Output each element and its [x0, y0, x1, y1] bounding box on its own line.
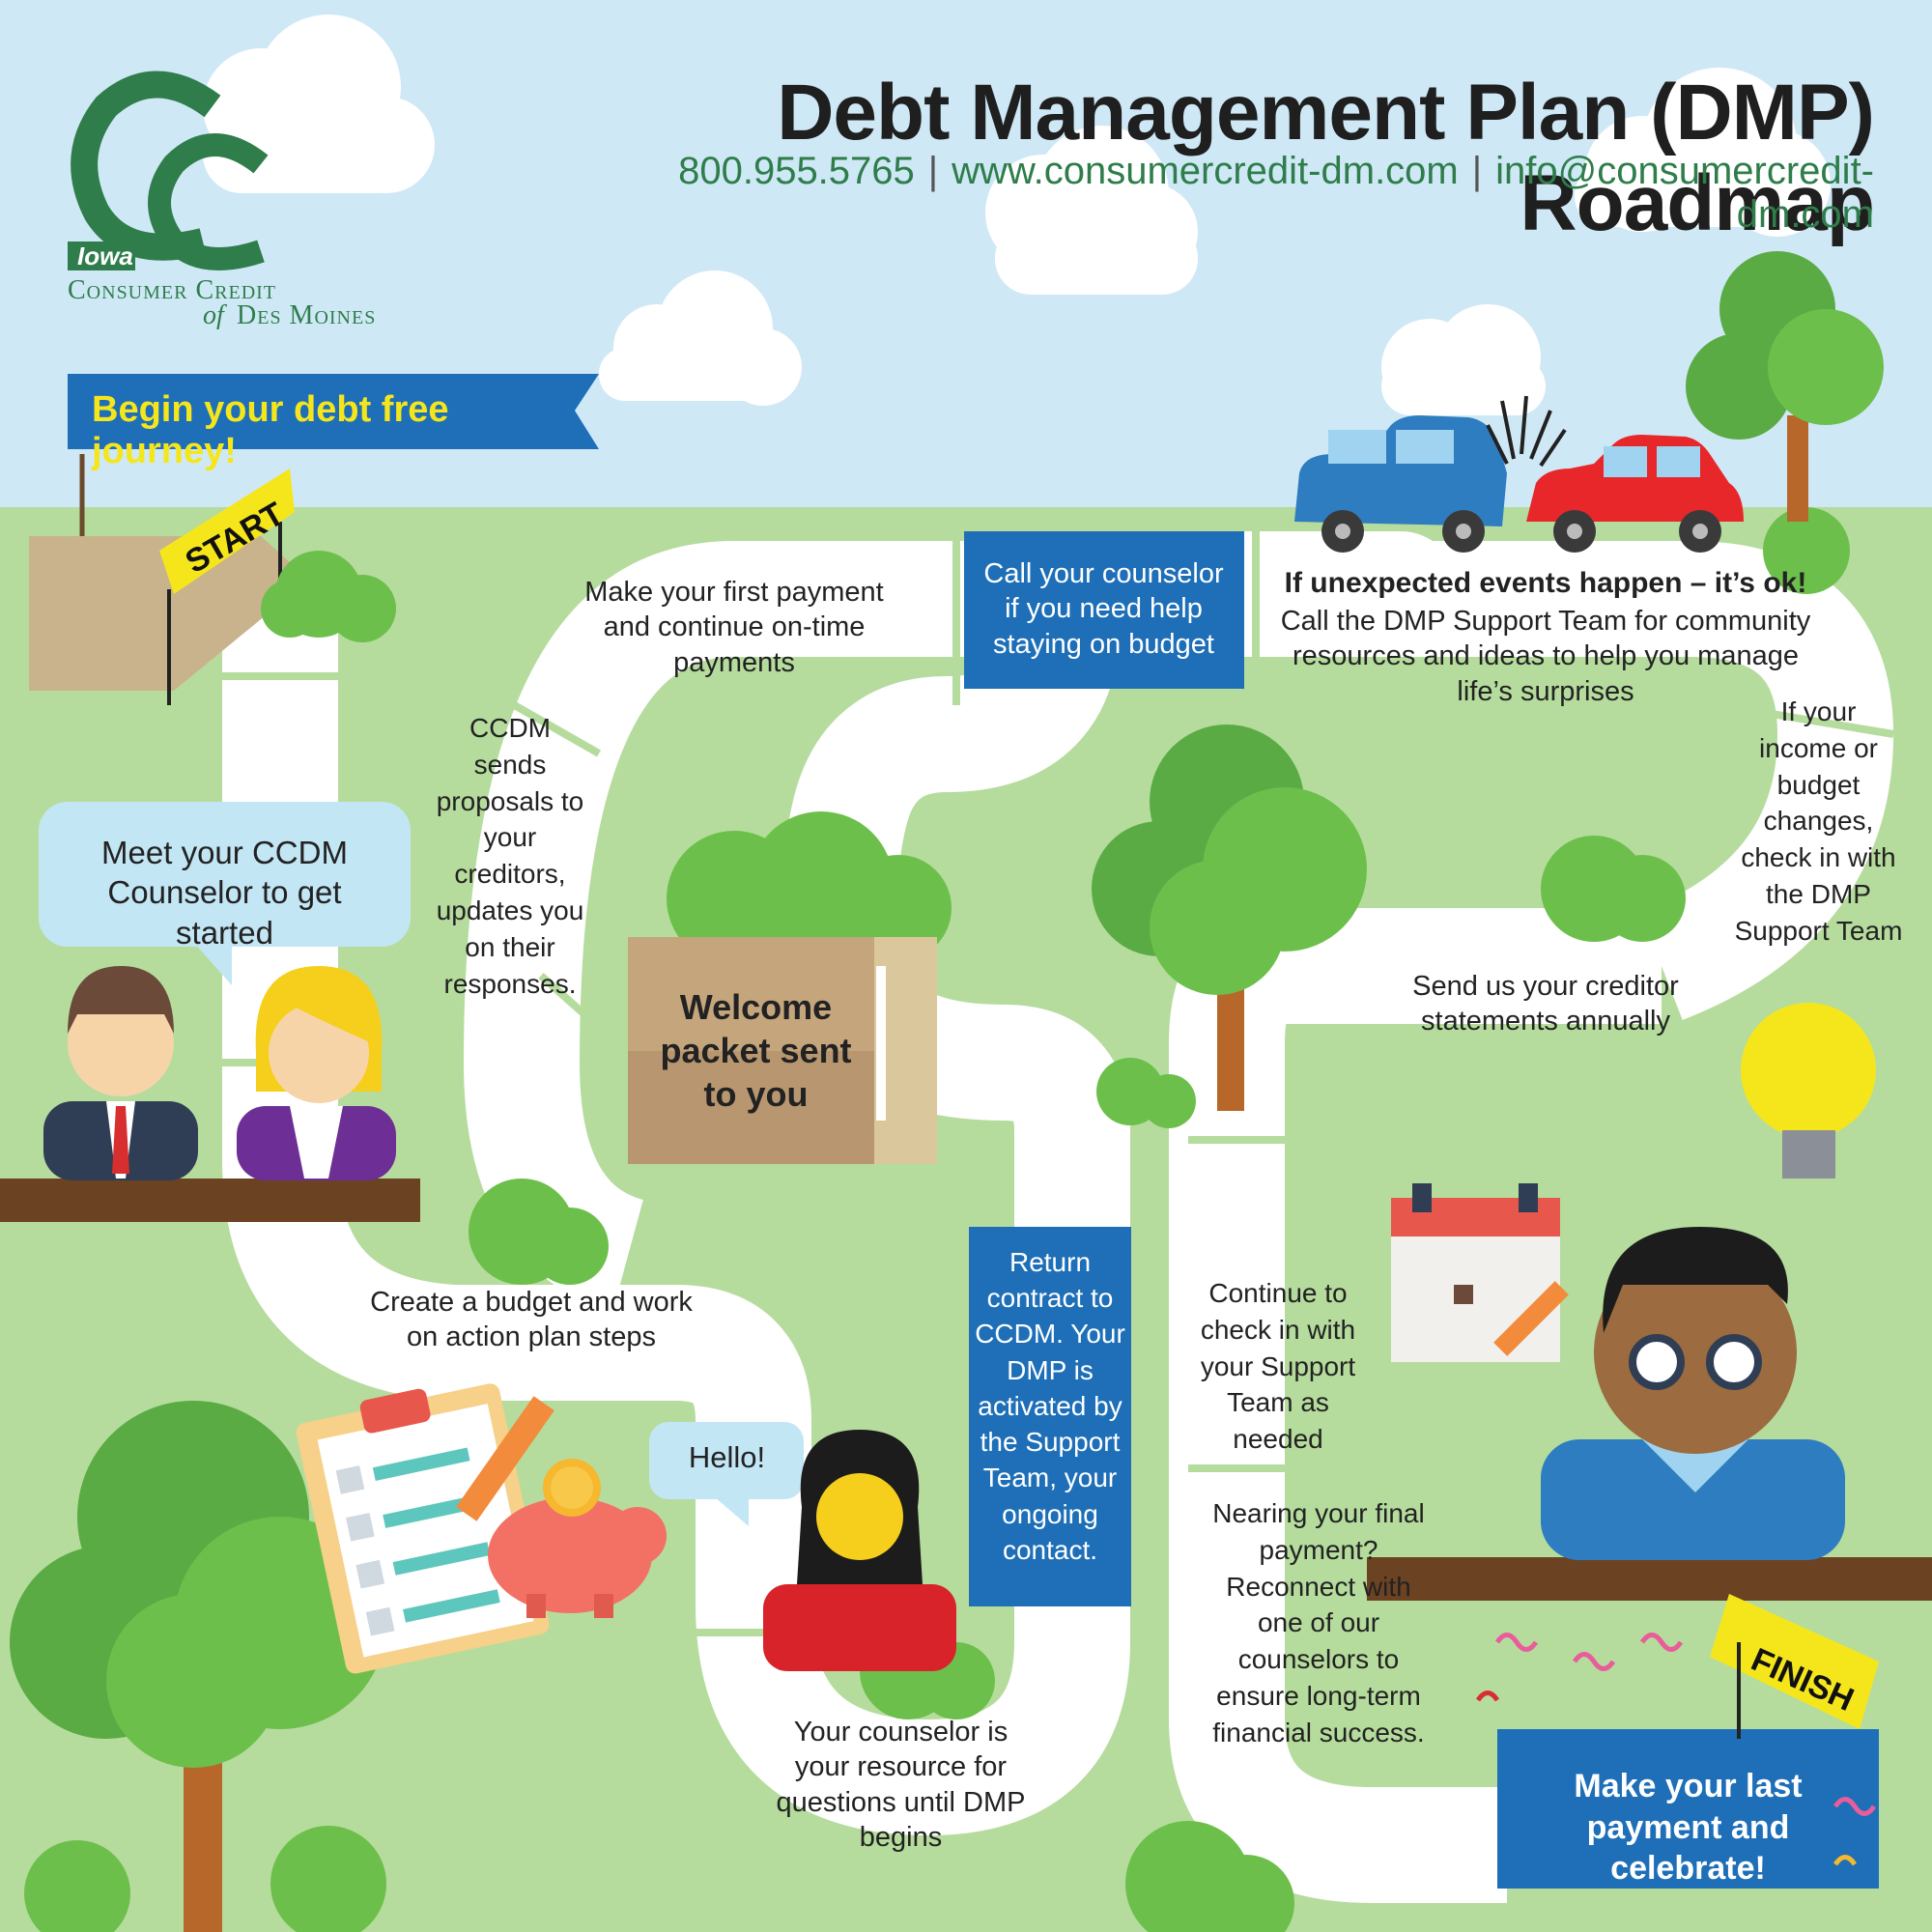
step-counselor-resource: Your counselor is your resource for ques…	[776, 1717, 1026, 1853]
step-creditor-statements: Send us your creditor statements annuall…	[1412, 971, 1679, 1037]
banner-shape	[68, 374, 599, 449]
step-meet-counselor: Meet your CCDM Counselor to get started	[101, 835, 348, 951]
cloud-icon	[985, 126, 1198, 295]
step-last-payment: Make your last payment and celebrate!	[1574, 1768, 1803, 1887]
step-unexpected-title: If unexpected events happen – it’s ok!	[1284, 567, 1807, 599]
cloud-icon	[203, 14, 435, 193]
lightbulb-icon	[1741, 1003, 1876, 1179]
step-call-counselor: Call your counselor if you need help sta…	[983, 558, 1224, 660]
bush-icon	[1763, 507, 1850, 594]
tree-icon	[1092, 724, 1367, 1111]
bush-icon	[469, 1179, 609, 1285]
tree-icon	[1686, 251, 1884, 522]
step-sends-proposals: CCDM sends proposals to your creditors, …	[436, 713, 584, 999]
speech-bubble-icon	[649, 1422, 804, 1526]
pencil-icon	[456, 1396, 554, 1521]
cloud-icon	[1381, 304, 1546, 415]
bush-icon	[1125, 1821, 1294, 1932]
step-return-contract: Return contract to CCDM. Your DMP is act…	[975, 1247, 1125, 1565]
clipboard-checklist-icon	[296, 1383, 550, 1674]
desk-platform	[0, 1179, 420, 1222]
flag-sign-icon	[1710, 1594, 1879, 1739]
flag-sign-icon	[159, 469, 295, 594]
page-title: Debt Management Plan (DMP) Roadmap	[777, 69, 1875, 247]
logo-line2: Des Moines	[237, 300, 377, 330]
email-link[interactable]: info@consumercredit-dm.com	[1495, 150, 1874, 236]
envelope-icon	[628, 937, 937, 1164]
coin-icon	[543, 1459, 601, 1517]
piggy-bank-icon	[488, 1497, 667, 1618]
website-link[interactable]: www.consumercredit-dm.com	[952, 150, 1459, 192]
bush-icon	[24, 1826, 386, 1932]
separator: |	[927, 150, 939, 192]
tree-icon	[10, 1401, 386, 1932]
call-counselor-box	[964, 531, 1244, 689]
finish-box	[1497, 1729, 1879, 1889]
bush-icon	[261, 551, 396, 642]
cloud-icon	[1575, 68, 1831, 237]
step-unexpected-body: Call the DMP Support Team for community …	[1280, 606, 1811, 707]
desk-platform	[1367, 1557, 1932, 1601]
start-platform	[29, 454, 309, 705]
banner-text: Begin your debt free journey!	[92, 389, 449, 471]
logo-cc-icon	[68, 71, 269, 270]
logo-state: Iowa	[77, 242, 133, 270]
car-crash-icon	[1294, 395, 1744, 553]
person-icon	[763, 1430, 956, 1671]
person-icon	[237, 966, 396, 1180]
person-icon	[43, 966, 198, 1180]
logo-of: of	[203, 300, 224, 330]
step-nearing-final: Nearing your final payment? Reconnect wi…	[1212, 1498, 1425, 1747]
speech-bubble-icon	[39, 802, 411, 985]
logo-line1: Consumer Credit	[68, 275, 277, 305]
bush-icon	[667, 811, 952, 966]
calendar-icon	[1391, 1183, 1560, 1362]
step-income-changes: If your income or budget changes, check …	[1734, 696, 1903, 946]
return-contract-box	[969, 1227, 1131, 1606]
step-continue-checkin: Continue to check in with your Support T…	[1200, 1278, 1356, 1455]
hello-bubble-text: Hello!	[688, 1440, 766, 1474]
step-create-budget: Create a budget and work on action plan …	[370, 1287, 693, 1353]
phone-number: 800.955.5765	[678, 150, 915, 192]
road-dividers	[169, 531, 1894, 1636]
confetti-icon	[1475, 1633, 1877, 1866]
contact-line: 800.955.5765 | www.consumercredit-dm.com | i…	[618, 150, 1874, 237]
bush-icon	[1541, 836, 1686, 942]
cloud-icon	[599, 270, 802, 406]
step-first-payment: Make your first payment and continue on-…	[584, 577, 884, 678]
bush-icon	[1096, 1058, 1196, 1128]
separator: |	[1471, 150, 1483, 192]
person-icon	[1541, 1227, 1845, 1560]
pencil-icon	[1493, 1281, 1569, 1356]
step-welcome-packet: Welcome packet sent to you	[660, 987, 852, 1114]
